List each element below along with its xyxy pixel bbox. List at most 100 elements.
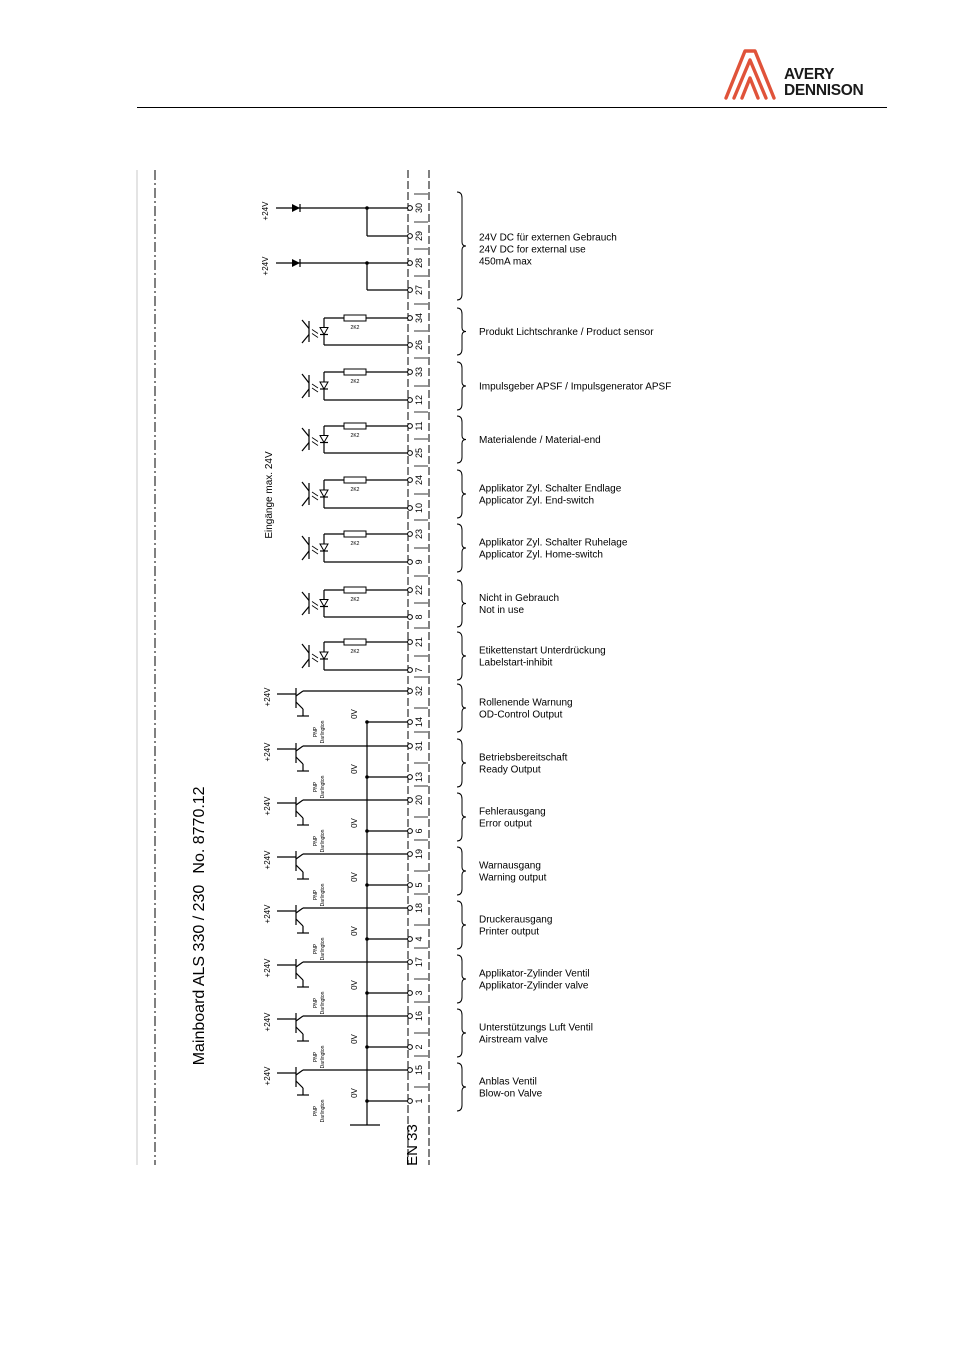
output-2-description-line-0: Fehlerausgang <box>479 807 546 818</box>
output-2-ground-label: 0V <box>350 817 359 827</box>
input-3-light-arrow-1 <box>311 491 319 497</box>
input-5-led-icon <box>319 599 329 608</box>
input-5-terminal-a-number: 22 <box>414 585 424 595</box>
output-5-description-line-1: Applikator-Zylinder valve <box>479 981 589 992</box>
input-5-emitter <box>301 606 310 616</box>
output-1-voltage: +24V <box>263 742 272 762</box>
output-5-transistor-type: PNP <box>313 997 319 1008</box>
input-0-led-icon <box>319 327 329 336</box>
connector-label: EN 33 <box>404 1124 421 1166</box>
input-3-terminal-b-pin <box>407 505 413 511</box>
output-6-ground-label: 0V <box>350 1033 359 1043</box>
output-7-ground-label: 0V <box>350 1087 359 1097</box>
input-3-emitter <box>301 496 310 507</box>
output-0-terminal-b-number: 14 <box>414 717 424 727</box>
input-3-terminal-b-number: 10 <box>414 503 424 513</box>
input-6-resistor-label: 2K2 <box>351 649 360 655</box>
output-7-emitter <box>295 1080 304 1089</box>
output-0-terminal-a-pin <box>407 688 413 694</box>
output-6-terminal-a-number: 16 <box>414 1011 424 1021</box>
output-4-ground-junction <box>365 937 369 941</box>
output-0-description-line-1: OD-Control Output <box>479 710 563 721</box>
output-4-ground-label: 0V <box>350 925 359 935</box>
output-1-description-line-0: Betriebsbereitschaft <box>479 753 568 764</box>
output-3-transistor-type: PNP <box>313 889 319 900</box>
output-7-terminal-b-pin <box>407 1098 413 1104</box>
input-4-description-line-0: Applikator Zyl. Schalter Ruhelage <box>479 538 628 549</box>
input-5-light-arrow-1 <box>311 601 319 606</box>
output-3-emitter <box>295 864 304 873</box>
output-2-description-line-1: Error output <box>479 819 532 830</box>
input-4-terminal-a-number: 23 <box>414 529 424 539</box>
board-title: Mainboard ALS 330 / 230 <box>191 885 208 1066</box>
output-0-description-line-0: Rollenende Warnung <box>479 698 573 709</box>
input-2-brace <box>456 415 467 464</box>
output-2-emitter <box>295 810 304 819</box>
output-1-description-line-1: Ready Output <box>479 765 541 776</box>
output-1-ground-junction <box>365 775 369 779</box>
output-5-brace <box>456 954 467 1004</box>
input-6-collector <box>301 643 310 654</box>
board-number: No. 8770.12 <box>191 786 208 873</box>
input-4-resistor <box>343 530 367 538</box>
output-2-voltage: +24V <box>263 796 272 816</box>
output-6-emitter <box>295 1026 304 1035</box>
output-1-terminal-b-pin <box>407 774 413 780</box>
output-3-transistor-kind: Darlington <box>320 883 326 906</box>
output-5-terminal-b-pin <box>407 990 413 996</box>
input-6-led-icon <box>319 651 329 661</box>
output-5-terminal-a-pin <box>407 959 413 965</box>
input-5-resistor-label: 2K2 <box>351 597 360 603</box>
output-2-ground-junction <box>365 829 369 833</box>
input-0-resistor-label: 2K2 <box>351 325 360 331</box>
supply-group-0-junction <box>365 206 369 210</box>
input-1-light-arrow-1 <box>311 383 319 389</box>
output-6-transistor-kind: Darlington <box>320 1045 326 1068</box>
input-4-brace <box>456 523 467 573</box>
input-0-light-arrow-1 <box>311 329 319 334</box>
output-1-terminal-a-number: 31 <box>414 741 424 751</box>
supply-group-0-terminal-a-pin <box>407 205 413 211</box>
output-6-description-line-0: Unterstützungs Luft Ventil <box>479 1023 593 1034</box>
input-3-terminal-a-pin <box>407 477 413 483</box>
output-6-terminal-b-pin <box>407 1044 413 1050</box>
output-3-ground-junction <box>365 883 369 887</box>
supply-group-1-voltage: +24V <box>261 256 270 276</box>
input-4-terminal-b-number: 9 <box>414 559 424 564</box>
input-voltage-caption: Eingänge max. 24V <box>264 451 275 539</box>
output-0-transistor-type: PNP <box>313 726 319 737</box>
output-4-voltage: +24V <box>263 904 272 924</box>
supply-description-line-1: 24V DC for external use <box>479 245 586 256</box>
input-3-terminal-a-number: 24 <box>414 475 424 485</box>
output-3-terminal-b-pin <box>407 882 413 888</box>
input-2-resistor-label: 2K2 <box>351 433 360 439</box>
input-1-emitter <box>301 388 310 399</box>
input-2-terminal-a-number: 11 <box>414 421 424 430</box>
output-7-transistor-kind: Darlington <box>320 1099 326 1122</box>
input-3-resistor <box>343 476 367 484</box>
output-4-transistor-kind: Darlington <box>320 937 326 960</box>
output-5-collector <box>295 961 304 968</box>
supply-group-0-terminal-a-number: 30 <box>414 203 424 213</box>
input-0-description-line-0: Produkt Lichtschranke / Product sensor <box>479 327 654 338</box>
supply-group-0-terminal-b-pin <box>407 233 413 239</box>
input-6-description-line-0: Etikettenstart Unterdrückung <box>479 646 606 657</box>
output-4-terminal-a-number: 18 <box>414 903 424 913</box>
output-6-voltage: +24V <box>263 1012 272 1032</box>
output-3-terminal-a-pin <box>407 851 413 857</box>
input-2-light-arrow-1 <box>311 437 319 442</box>
output-7-transistor-type: PNP <box>313 1105 319 1116</box>
output-5-description-line-0: Applikator-Zylinder Ventil <box>479 969 590 980</box>
output-2-terminal-a-number: 20 <box>414 795 424 805</box>
output-0-collector <box>295 690 304 697</box>
output-7-voltage: +24V <box>263 1066 272 1086</box>
supply-group-1-junction <box>365 261 369 265</box>
input-6-terminal-b-pin <box>407 667 413 673</box>
output-3-description-line-0: Warnausgang <box>479 861 541 872</box>
output-1-ground-label: 0V <box>350 763 359 773</box>
input-6-brace <box>456 631 467 681</box>
input-1-terminal-b-number: 12 <box>414 395 424 405</box>
input-2-resistor <box>343 422 367 430</box>
input-2-terminal-b-pin <box>407 450 413 456</box>
output-4-terminal-a-pin <box>407 905 413 911</box>
